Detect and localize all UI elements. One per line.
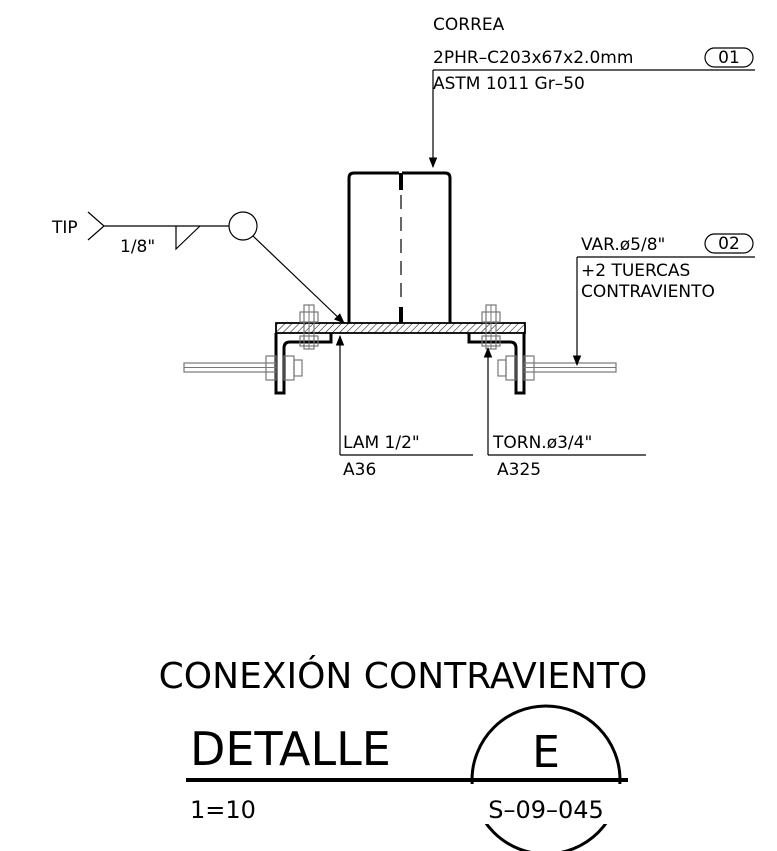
detail-scale: 1=10	[190, 796, 256, 824]
rod-callout: VAR.ø5/8" 02 +2 TUERCAS CONTRAVIENTO	[572, 233, 755, 367]
rod-tag: 02	[718, 234, 740, 254]
bolt-left	[299, 304, 319, 350]
rod-spec: VAR.ø5/8"	[581, 235, 665, 255]
plate-material: A36	[343, 460, 376, 480]
detail-subtitle: CONEXIÓN CONTRAVIENTO	[159, 655, 648, 697]
purlin-spec: 2PHR–C203x67x2.0mm	[433, 48, 633, 68]
bolt-material: A325	[497, 460, 541, 480]
rod-line3: CONTRAVIENTO	[581, 282, 715, 302]
weld-all-around-circle	[228, 211, 258, 241]
purlin-tag: 01	[718, 48, 740, 68]
rod-right	[497, 355, 617, 381]
bolt-callout: TORN.ø3/4" A325	[483, 346, 646, 480]
purlin-material: ASTM 1011 Gr–50	[433, 74, 585, 94]
bolt-spec: TORN.ø3/4"	[492, 433, 592, 453]
title-block: CONEXIÓN CONTRAVIENTO DETALLE E 1=10 S–0…	[159, 655, 648, 851]
plate-spec: LAM 1/2"	[343, 433, 420, 453]
weld-size: 1/8"	[120, 237, 155, 257]
weld-symbol: TIP 1/8"	[51, 211, 345, 324]
plate-callout: LAM 1/2" A36	[335, 334, 473, 480]
base-plate	[275, 322, 526, 334]
purlin-callout: CORREA 2PHR–C203x67x2.0mm 01 ASTM 1011 G…	[428, 15, 755, 169]
detail-letter: E	[532, 727, 560, 778]
purlin-name: CORREA	[433, 15, 505, 35]
weld-tail-label: TIP	[51, 218, 78, 238]
rod-line2: +2 TUERCAS	[581, 261, 690, 281]
side-angles	[274, 333, 526, 395]
detail-title: DETALLE	[190, 722, 391, 776]
rod-left	[183, 355, 303, 381]
purlin-section	[347, 171, 452, 323]
detail-sheet: S–09–045	[488, 796, 604, 824]
detail-marker-circle	[470, 704, 622, 851]
